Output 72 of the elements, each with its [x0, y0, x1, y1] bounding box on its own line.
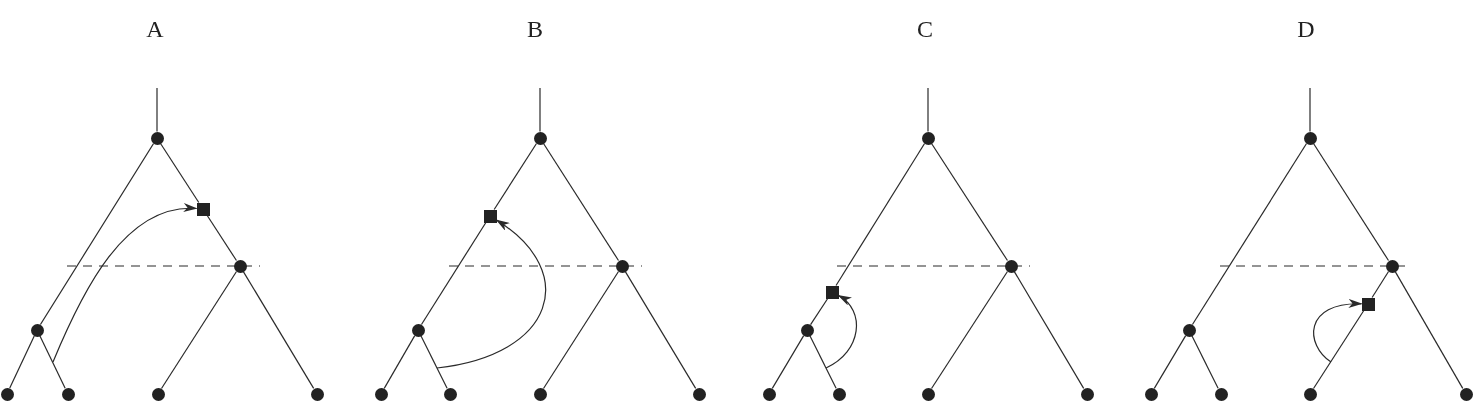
branch-line [420, 221, 487, 326]
tree-node-dot [233, 259, 247, 273]
branch-line [539, 87, 541, 133]
square-marker [196, 202, 210, 216]
tree-node-dot [411, 323, 425, 337]
tree-node-dot [615, 259, 629, 273]
tree-node-dot [533, 131, 547, 145]
tree-node-dot [832, 387, 846, 401]
tree-node-dot [374, 387, 388, 401]
branch-line [1153, 335, 1187, 389]
square-marker [1361, 297, 1375, 311]
branch-line [39, 335, 66, 389]
branch-line [930, 142, 1009, 262]
branch-line [206, 214, 238, 262]
branch-line [242, 270, 315, 390]
branch-line [9, 335, 35, 389]
curved-arrow [825, 294, 858, 369]
branch-line [39, 142, 155, 326]
tree-node-dot [443, 387, 457, 401]
branch-line [1191, 335, 1219, 389]
tree-node-dot [1214, 387, 1228, 401]
curved-arrow [436, 219, 547, 369]
branch-line [624, 270, 697, 390]
branch-line [809, 335, 837, 389]
panel-label: C [917, 17, 933, 41]
branch-line [160, 270, 238, 390]
branch-line [809, 297, 829, 326]
branch-line [383, 335, 416, 389]
branch-line [159, 142, 200, 204]
tree-node-dot [1182, 323, 1196, 337]
branch-line [930, 270, 1009, 390]
curved-arrow [1313, 299, 1363, 363]
tree-node-dot [1303, 387, 1317, 401]
branch-line [1312, 309, 1365, 390]
branch-line [420, 335, 448, 389]
square-marker [483, 209, 497, 223]
branch-line [927, 87, 929, 133]
tree-node-dot [1459, 387, 1473, 401]
tree-node-dot [151, 387, 165, 401]
tree-node-dot [1004, 259, 1018, 273]
tree-node-dot [30, 323, 44, 337]
tree-node-dot [1385, 259, 1399, 273]
panel-label: B [527, 17, 543, 41]
tree-node-dot [310, 387, 324, 401]
curved-arrow [52, 204, 198, 363]
branch-line [1309, 87, 1311, 133]
tree-node-dot [921, 387, 935, 401]
branch-line [1191, 142, 1308, 326]
branch-line [542, 270, 620, 390]
tree-node-dot [0, 387, 14, 401]
tree-node-dot [800, 323, 814, 337]
branch-line [835, 142, 926, 287]
panel-label: D [1297, 17, 1315, 41]
square-marker [825, 285, 839, 299]
branch-line [1013, 271, 1085, 389]
tree-node-dot [1080, 387, 1094, 401]
tree-node-dot [1303, 131, 1317, 145]
tree-node-dot [533, 387, 547, 401]
branch-line [493, 142, 538, 211]
branch-line [1312, 142, 1390, 262]
branch-line [1371, 270, 1390, 299]
tree-node-dot [150, 131, 164, 145]
branch-line [156, 87, 158, 133]
tree-node-dot [692, 387, 706, 401]
panel-label: A [146, 17, 164, 41]
branch-line [771, 335, 805, 389]
branch-line [542, 142, 620, 262]
branch-line [1394, 271, 1464, 389]
tree-node-dot [1144, 387, 1158, 401]
tree-node-dot [921, 131, 935, 145]
tree-node-dot [762, 387, 776, 401]
tree-node-dot [61, 387, 75, 401]
